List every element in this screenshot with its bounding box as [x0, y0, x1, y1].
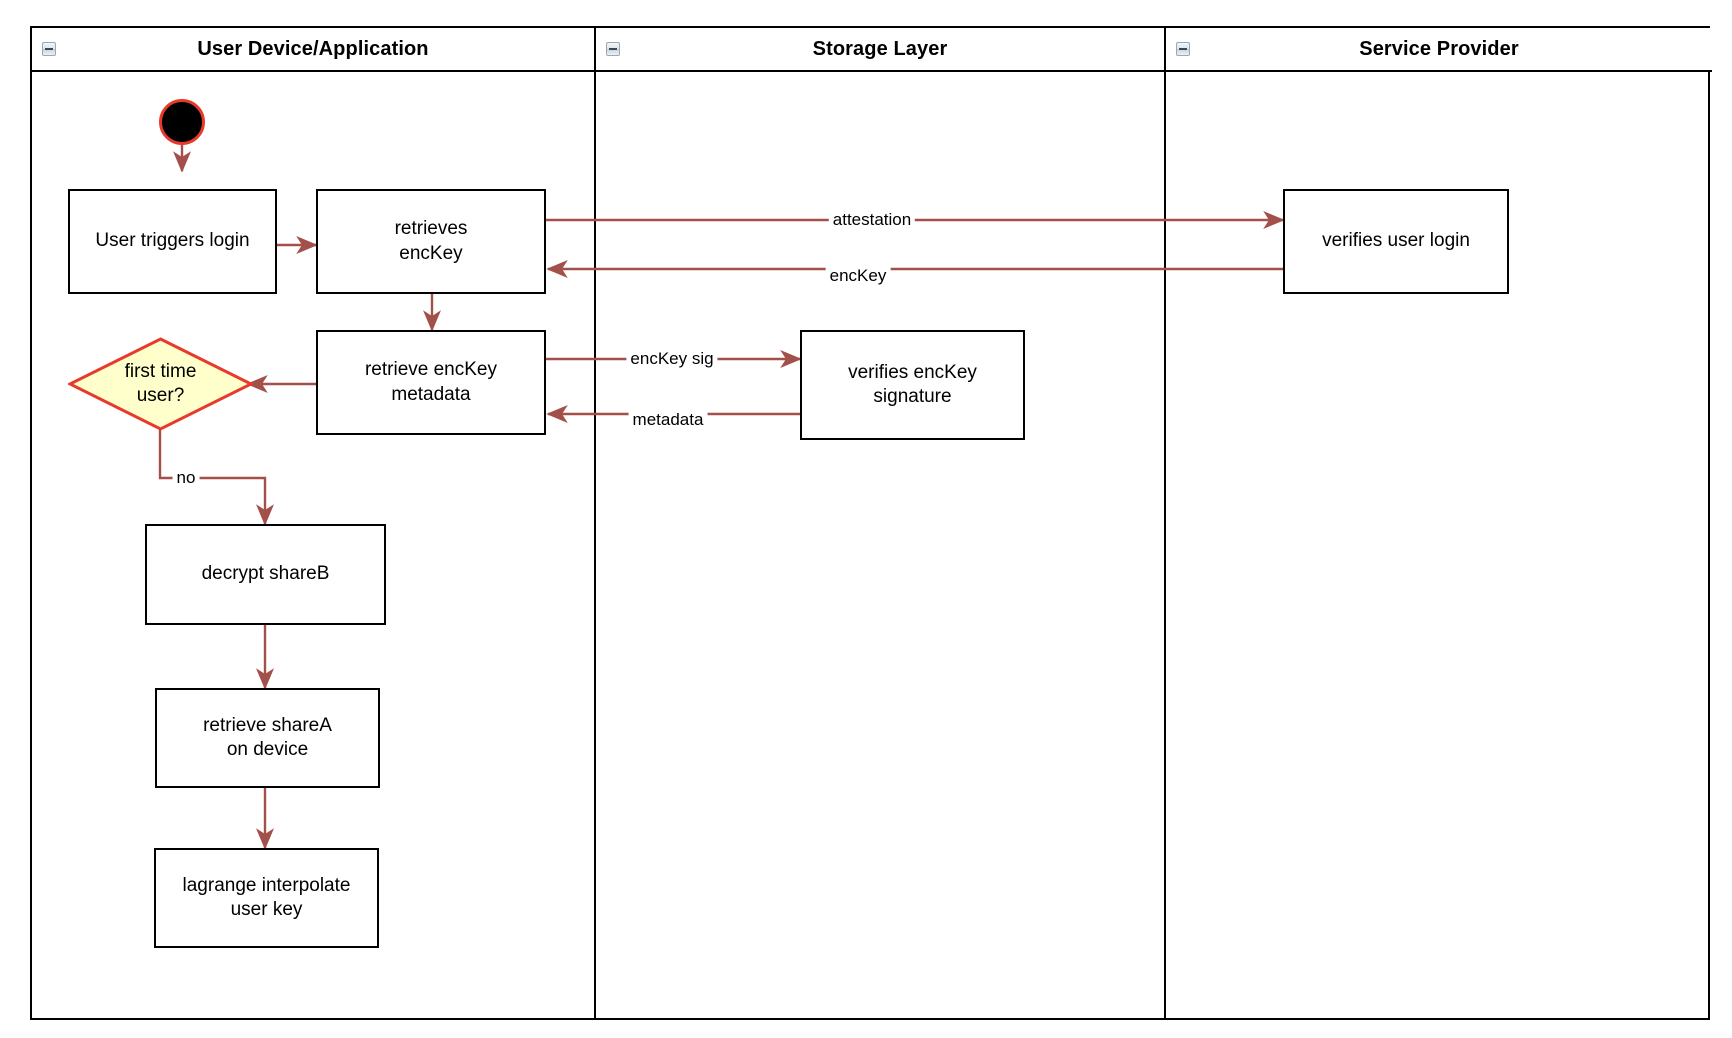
edge-label-enckey-sig: encKey sig: [626, 349, 718, 369]
node-retrieves-enckey[interactable]: retrieves encKey: [316, 189, 546, 294]
node-retrieve-sharea-on-device[interactable]: retrieve shareA on device: [155, 688, 380, 788]
node-verifies-user-login[interactable]: verifies user login: [1283, 189, 1509, 294]
edge-label-no: no: [172, 468, 200, 488]
node-first-time-user-decision[interactable]: first time user?: [68, 337, 253, 431]
start-node[interactable]: [159, 99, 205, 145]
swimlane-user-device[interactable]: User Device/Application: [32, 28, 594, 1018]
swimlane-title-user-device: User Device/Application: [197, 37, 429, 60]
swimlane-header-user-device[interactable]: User Device/Application: [32, 28, 594, 72]
collapse-minus-icon[interactable]: [606, 42, 620, 56]
node-user-triggers-login[interactable]: User triggers login: [68, 189, 277, 294]
node-decrypt-shareb[interactable]: decrypt shareB: [145, 524, 386, 625]
node-verifies-enckey-signature[interactable]: verifies encKey signature: [800, 330, 1025, 440]
collapse-minus-icon[interactable]: [42, 42, 56, 56]
node-retrieve-enckey-metadata[interactable]: retrieve encKey metadata: [316, 330, 546, 435]
swimlane-storage-layer[interactable]: Storage Layer: [594, 28, 1164, 1018]
swimlane-title-service-provider: Service Provider: [1359, 37, 1519, 60]
collapse-minus-icon[interactable]: [1176, 42, 1190, 56]
node-first-time-user-label: first time user?: [124, 360, 197, 406]
swimlane-header-storage-layer[interactable]: Storage Layer: [596, 28, 1164, 72]
node-lagrange-interpolate-user-key[interactable]: lagrange interpolate user key: [154, 848, 379, 948]
edge-label-metadata: metadata: [628, 410, 708, 430]
swimlane-service-provider[interactable]: Service Provider: [1164, 28, 1712, 1018]
swimlane-title-storage-layer: Storage Layer: [812, 37, 948, 60]
edge-label-enckey: encKey: [825, 266, 891, 286]
edge-label-attestation: attestation: [828, 210, 916, 230]
swimlane-header-service-provider[interactable]: Service Provider: [1166, 28, 1712, 72]
